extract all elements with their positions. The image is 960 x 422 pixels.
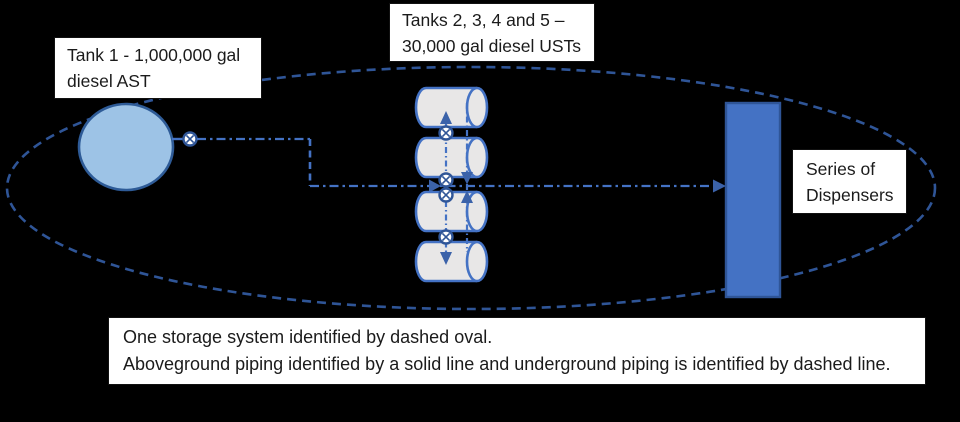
dispensers-label: Series of Dispensers — [792, 149, 907, 214]
flow-arrow-icon — [440, 111, 452, 124]
flow-arrow-icon — [440, 252, 452, 265]
ust-tank2-shape — [414, 86, 489, 129]
dispensers-label-line2: Dispensers — [806, 185, 894, 205]
usts-label-line1: Tanks 2, 3, 4 and 5 – — [402, 10, 565, 30]
tank1-label-line1: Tank 1 - 1,000,000 gal — [67, 45, 241, 65]
valve-icon — [438, 229, 454, 245]
flow-arrow-icon — [713, 179, 726, 193]
legend-note-line1: One storage system identified by dashed … — [123, 327, 493, 347]
dispensers-label-line1: Series of — [806, 159, 876, 179]
valve-icon — [182, 131, 198, 147]
tank1-ast-shape — [77, 102, 175, 192]
valve-icon — [438, 187, 454, 203]
valve-icon — [438, 125, 454, 141]
flow-arrow-icon — [429, 179, 441, 193]
usts-label: Tanks 2, 3, 4 and 5 – 30,000 gal diesel … — [389, 3, 595, 62]
legend-note-line2: Aboveground piping identified by a solid… — [123, 354, 891, 374]
flow-arrow-icon — [461, 172, 473, 185]
tank1-label: Tank 1 - 1,000,000 gal diesel AST — [54, 37, 262, 99]
ust-tank3-shape — [414, 136, 489, 179]
storage-system-boundary-oval — [5, 65, 937, 311]
flow-arrow-icon — [461, 190, 473, 203]
dispensers-block-shape — [724, 101, 782, 299]
usts-label-line2: 30,000 gal diesel USTs — [402, 36, 581, 56]
valve-icon — [438, 172, 454, 188]
ust-tank5-shape — [414, 240, 489, 283]
tank1-label-line2: diesel AST — [67, 71, 151, 91]
legend-note-box: One storage system identified by dashed … — [108, 317, 926, 385]
